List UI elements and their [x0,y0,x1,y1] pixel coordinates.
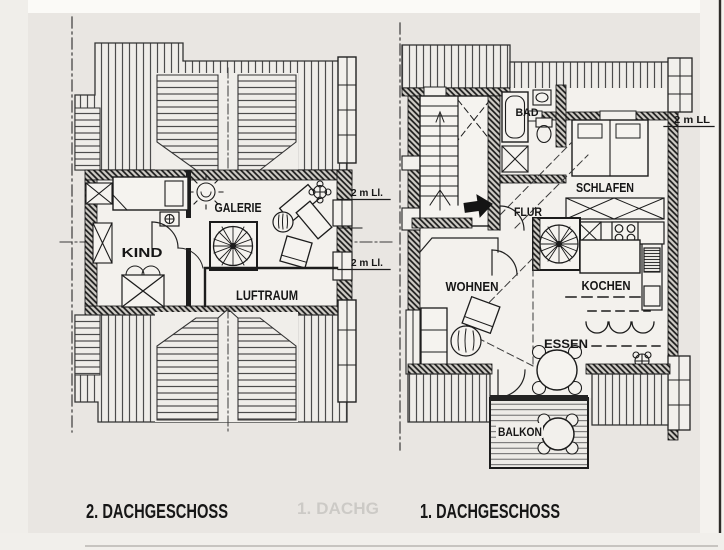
spiral-staircase-icon-right [532,217,581,271]
roof-bottom [74,307,348,433]
wall-kind-galerie-lower [186,248,191,306]
roof-top [74,42,348,181]
wall-south-left [407,363,493,375]
left-plan-title: 2. DACHGESCHOSS [86,501,228,523]
roof-top-left-block [401,44,511,89]
closet-row-icon [565,197,665,220]
balkon-table-icon [537,413,579,455]
bar-stools-icon [585,321,655,334]
balkon: BALKON [489,395,589,469]
room-label-flur: FLUR [514,205,542,219]
scan-bottom-margin [0,533,724,550]
nightstand-icon [159,211,180,227]
wall-south-right [585,363,671,375]
room-label-balkon: BALKON [498,427,542,439]
wohnen-room-outline [419,237,499,253]
scan-top-margin [0,0,724,13]
dormer-right-panel-bottom [237,317,297,421]
double-bed-icon [571,119,649,177]
door-stair [499,205,525,231]
toilet-icon [535,117,553,144]
kitchen-island-icon [579,239,641,274]
room-label-kochen: KOCHEN [582,279,631,293]
bed-icon [112,176,189,211]
void-edge [203,266,339,308]
window-left-1 [401,155,421,171]
door-kind [151,221,204,269]
scan-left-margin [0,0,28,550]
bathtub-icon [501,91,529,143]
height-label-upper: 2 m Ll. [351,188,383,199]
door-wohnen [491,249,518,276]
spiral-staircase-icon [209,221,258,271]
armchair-icon [461,295,501,335]
dormer-right-panel [237,74,297,171]
height-annotation-right: 2 m LL [663,114,715,128]
height-annotation-upper: 2 m Ll. [337,188,391,201]
kitchen-appliance-column [641,243,663,311]
sink-icon [532,89,552,106]
balkon-threshold [490,395,588,401]
wall-stair-right [487,95,501,231]
room-label-wohnen: WOHNEN [446,280,499,294]
height-label-right: 2 m LL [674,114,711,126]
wall-flur-south [411,217,473,229]
room-label-kind: KIND [122,245,163,260]
balkon-label-halo [496,423,543,438]
dining-table-icon [531,344,583,396]
side-table-icon [279,235,313,269]
wall-top-left [401,87,511,97]
entrance-arrow-icon [463,194,493,218]
wardrobe-icon [121,265,165,308]
room-label-bad: BAD [516,107,539,119]
plant-icon-wohnen [450,325,482,357]
dormer-left-panel-bottom [156,317,219,421]
room-label-schlafen: SCHLAFEN [576,181,634,195]
shelf-left-icon [92,222,113,264]
room-label-luftraum: LUFTRAUM [236,288,298,303]
wall-bad-south [499,174,567,184]
shower-icon [501,145,529,173]
plant-icon-galerie-right [272,211,294,233]
wall-right [336,169,353,307]
height-label-lower: 2 m Ll. [351,258,383,269]
room-label-essen: ESSEN [544,337,588,351]
roof-bottom-right-block [591,373,669,426]
window-box-topleft [85,182,113,205]
roof-bottom-left-block [407,373,491,423]
wall-bad-schlafen [555,84,567,148]
right-plan-title: 1. DACHGESCHOSS [420,501,560,523]
right-plan: 2 m LL BALKON BAD SCHLA [399,22,715,469]
height-annotation-lower: 2 m Ll. [337,227,391,271]
plant-icon-galerie-top [188,174,224,210]
roof-slope-lines-schlafen [499,141,589,229]
room-label-galerie: GALERIE [215,201,262,215]
ghost-print-text: 1. DACHG [297,499,379,518]
flower-symbol-icon [308,180,332,204]
left-plan: 2 m Ll. 2 m Ll. KIND GALERIE LUFTRAUM [59,16,393,433]
